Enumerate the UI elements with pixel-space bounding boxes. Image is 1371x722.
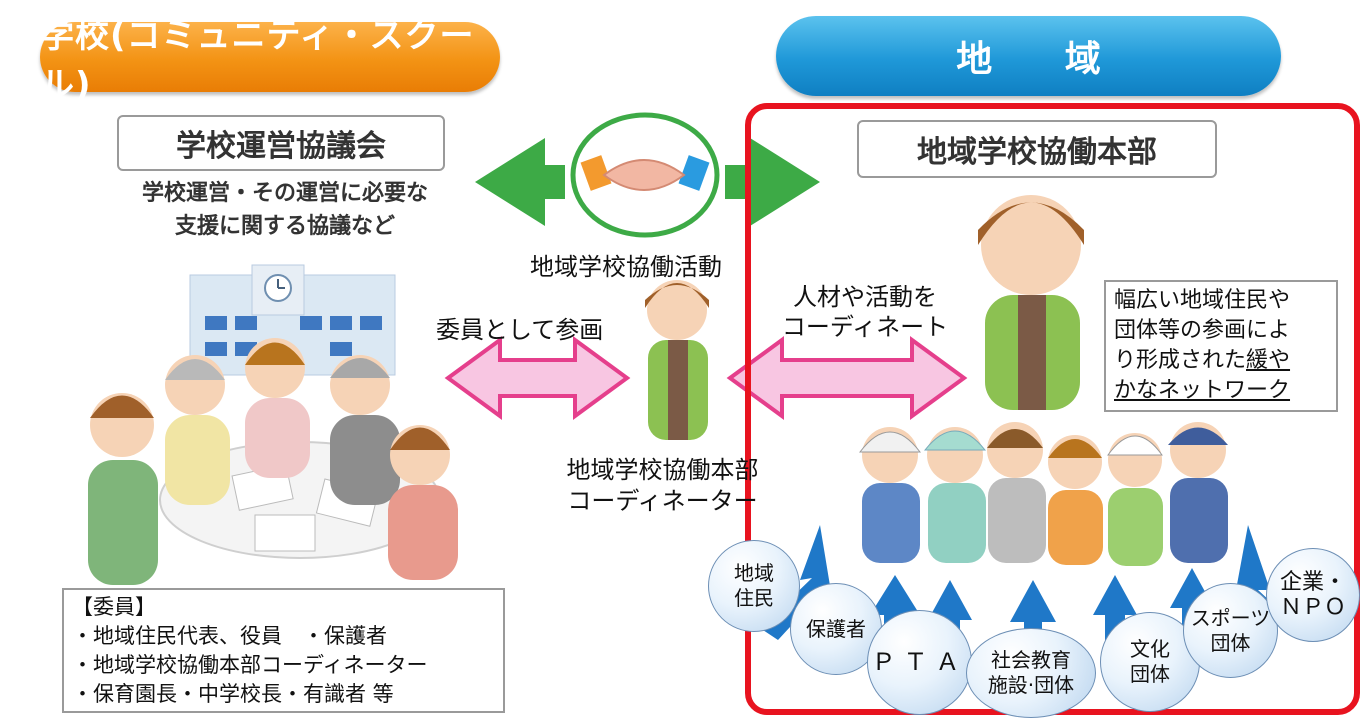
member-item: ・地域学校協働本部コーディネーター: [72, 653, 428, 677]
coordinator-title-line: コーディネーター: [567, 487, 758, 515]
coordinate-label-line: コーディネート: [781, 313, 949, 341]
activity-label: 地域学校協働活動: [530, 253, 722, 281]
network-description: 幅広い地域住民や 団体等の参画によ り形成された緩や かなネットワーク: [1104, 280, 1338, 412]
meeting-illustration: [88, 338, 458, 585]
council-desc-line: 支援に関する協議など: [174, 214, 395, 239]
coordinator-title-line: 地域学校協働本部: [566, 456, 759, 484]
group-bubble-companies: 企業・ＮＰＯ: [1266, 548, 1360, 642]
network-line: り形成された緩や: [1114, 346, 1332, 376]
council-description: 学校運営・その運営に必要な 支援に関する協議など: [100, 177, 470, 243]
bubble-line: 施設·団体: [987, 673, 1075, 697]
bubble-line: 団体: [1210, 630, 1251, 655]
group-bubble-social-education: 社会教育施設·団体: [966, 628, 1096, 718]
bubble-line: 地域: [734, 561, 774, 585]
members-title: 【委員】: [72, 595, 156, 619]
handshake-illustration: [570, 112, 720, 238]
region-resident-figure: [978, 195, 1084, 410]
network-line: 幅広い地域住民や: [1114, 288, 1291, 313]
network-line: 団体等の参画によ: [1114, 318, 1291, 343]
bubble-line: スポーツ: [1190, 605, 1271, 630]
participate-label: 委員として参画: [436, 316, 604, 344]
council-title: 学校運営協議会: [117, 115, 445, 171]
bubble-line: 文化: [1130, 637, 1170, 661]
network-line-underlined: 緩や: [1246, 348, 1291, 373]
members-list: 【委員】 ・地域住民代表、役員 ・保護者 ・地域学校協働本部コーディネーター ・…: [62, 588, 505, 713]
hq-title: 地域学校協働本部: [857, 120, 1217, 178]
group-bubble-guardians: 保護者: [790, 583, 882, 675]
bubble-line: 社会教育: [990, 648, 1071, 672]
coordinate-arrow: [726, 336, 968, 420]
coordinate-label-line: 人材や活動を: [793, 283, 937, 311]
region-header: 地 域: [776, 16, 1281, 96]
coordinator-figure: [645, 280, 709, 440]
member-item: ・地域住民代表、役員 ・保護者: [72, 624, 387, 648]
bubble-line: 住民: [734, 586, 774, 610]
cooperation-arrow: [475, 138, 820, 226]
bubble-line: 企業・: [1279, 570, 1346, 595]
network-line-underlined: かなネットワーク: [1114, 378, 1291, 403]
participate-arrow: [444, 336, 631, 420]
school-header: 学校(コミュニティ・スクール): [40, 16, 500, 105]
group-bubble-pta: ＰＴＡ: [867, 610, 972, 715]
network-line-text: り形成された: [1114, 348, 1247, 373]
group-bubble-residents: 地域住民: [708, 540, 800, 632]
coordinate-label: 人材や活動を コーディネート: [770, 282, 960, 342]
bubble-line: ＰＴＡ: [871, 648, 968, 676]
bubble-line: ＮＰＯ: [1279, 595, 1346, 620]
council-desc-line: 学校運営・その運営に必要な: [141, 181, 428, 206]
coordinator-title: 地域学校協働本部 コーディネーター: [545, 455, 780, 517]
group-bubble-sports: スポーツ団体: [1183, 583, 1278, 678]
bubble-line: 団体: [1130, 662, 1170, 686]
community-people-illustration: [858, 422, 1228, 566]
bubble-line: 保護者: [806, 616, 866, 641]
member-item: ・保育園長・中学校長・有識者 等: [72, 682, 394, 706]
